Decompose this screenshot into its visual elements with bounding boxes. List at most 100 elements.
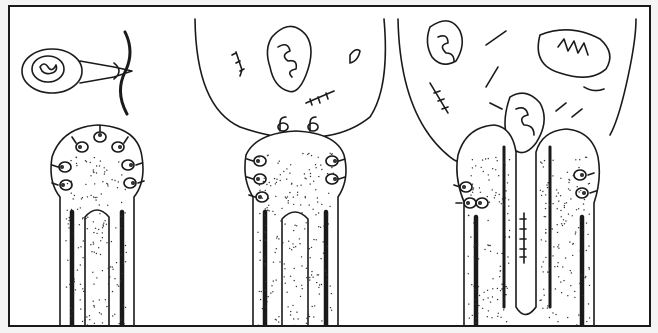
stipple-dot [492, 189, 493, 190]
stipple-dot [575, 231, 576, 232]
stipple-dot [331, 167, 332, 168]
stipple-dot [99, 312, 100, 313]
stipple-dot [549, 268, 550, 269]
stipple-dot [330, 153, 331, 154]
stipple-dot [267, 210, 268, 211]
stipple-dot [501, 284, 502, 285]
stipple-dot [263, 258, 264, 259]
stipple-dot [548, 186, 549, 187]
stipple-dot [322, 241, 323, 242]
stipple-dot [541, 195, 542, 196]
stipple-dot [302, 153, 303, 154]
stipple-dot [326, 274, 327, 275]
stipple-dot [275, 196, 276, 197]
stipple-dot [268, 296, 269, 297]
stipple-dot [315, 164, 316, 165]
stipple-dot [289, 173, 290, 174]
stipple-dot [561, 216, 562, 217]
stipple-dot [76, 163, 77, 164]
stipple-dot [560, 281, 561, 282]
stipple-dot [578, 167, 579, 168]
stipple-dot [270, 185, 271, 186]
stipple-dot [311, 271, 312, 272]
stipple-dot [274, 178, 275, 179]
stipple-dot [329, 206, 330, 207]
stipple-dot [278, 316, 279, 317]
stipple-dot [114, 278, 115, 279]
stipple-dot [258, 156, 259, 157]
stipple-dot [540, 161, 541, 162]
stipple-dot [313, 316, 314, 317]
stipple-dot [121, 254, 122, 255]
stipple-dot [118, 181, 119, 182]
stipple-dot [284, 268, 285, 269]
stipple-dot [504, 298, 505, 299]
stipple-dot [80, 264, 81, 265]
stipple-dot [498, 175, 499, 176]
stipple-dot [106, 224, 107, 225]
stipple-dot [320, 258, 321, 259]
stipple-dot [288, 202, 289, 203]
stipple-dot [560, 195, 561, 196]
stipple-dot [82, 217, 83, 218]
stipple-dot [101, 193, 102, 194]
stipple-dot [315, 214, 316, 215]
stipple-dot [259, 213, 260, 214]
stipple-dot [276, 179, 277, 180]
stipple-dot [483, 292, 484, 293]
stipple-dot [284, 276, 285, 277]
stipple-dot [309, 316, 310, 317]
stipple-dot [581, 274, 582, 275]
stipple-dot [80, 246, 81, 247]
stipple-dot [499, 201, 500, 202]
stipple-dot [309, 279, 310, 280]
stipple-dot [74, 195, 75, 196]
stipple-dot [112, 269, 113, 270]
stipple-dot [477, 244, 478, 245]
stipple-dot [547, 307, 548, 308]
stipple-dot [283, 171, 284, 172]
stipple-dot [578, 314, 579, 315]
stipple-dot [558, 276, 559, 277]
stipple-dot [266, 301, 267, 302]
stipple-dot [262, 198, 263, 199]
stipple-dot [94, 183, 95, 184]
stipple-dot [488, 179, 489, 180]
stipple-dot [306, 323, 307, 324]
stipple-dot [542, 191, 543, 192]
stipple-dot [473, 246, 474, 247]
stipple-dot [505, 294, 506, 295]
stipple-dot [93, 242, 94, 243]
stipple-dot [80, 284, 81, 285]
stipple-dot [509, 230, 510, 231]
stipple-dot [296, 225, 297, 226]
stipple-dot [84, 312, 85, 313]
stipple-dot [266, 184, 267, 185]
stipple-dot [477, 230, 478, 231]
stipple-dot [278, 238, 279, 239]
stipple-dot [327, 214, 328, 215]
stipple-dot [268, 198, 269, 199]
stipple-dot [93, 171, 94, 172]
stipple-dot [112, 291, 113, 292]
stipple-dot [574, 297, 575, 298]
stipple-dot [557, 266, 558, 267]
stipple-dot [508, 205, 509, 206]
stipple-dot [304, 228, 305, 229]
stipple-dot [95, 209, 96, 210]
stipple-dot [552, 255, 553, 256]
stipple-dot [547, 271, 548, 272]
stipple-dot [492, 168, 493, 169]
stipple-dot [475, 289, 476, 290]
stipple-dot [305, 197, 306, 198]
stipple-dot [293, 197, 294, 198]
stipple-dot [280, 220, 281, 221]
stipple-dot [473, 187, 474, 188]
stipple-dot [468, 215, 469, 216]
figure-svg [10, 7, 651, 327]
stipple-dot [73, 311, 74, 312]
stipple-dot [265, 225, 266, 226]
stipple-dot [589, 285, 590, 286]
stipple-dot [280, 174, 281, 175]
stipple-dot [586, 157, 587, 158]
